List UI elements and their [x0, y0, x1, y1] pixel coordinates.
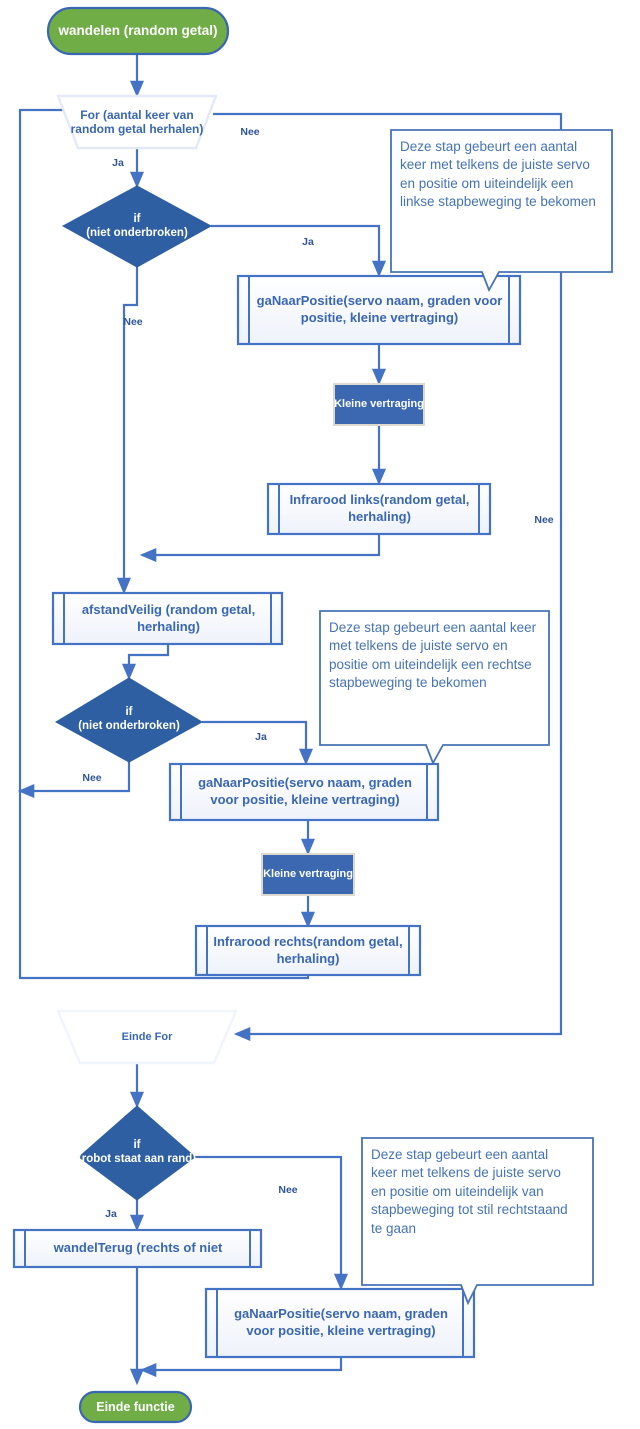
ganaar1-shape [236, 274, 522, 346]
edge-if3-nee-to-ganaar3 [195, 1155, 349, 1291]
start-terminator-shape [46, 6, 230, 56]
decision-2-shape [54, 677, 204, 763]
edge-if2-nee-to-loopback [17, 762, 131, 799]
delay2-shape [261, 853, 355, 896]
for-loop-shape [56, 94, 218, 150]
ganaar3-shape [204, 1287, 476, 1359]
edge-ganaar3-to-end-trunk [139, 1357, 343, 1378]
wandelterug-shape [12, 1228, 263, 1269]
edge-infrarood-links-to-trunk [139, 534, 381, 563]
decision-1-shape [61, 185, 213, 268]
einde-for-shape [56, 1009, 238, 1065]
edge-if2-ja-to-ganaar2 [202, 720, 314, 766]
note-2-shape [319, 610, 550, 766]
afstandveilig-shape [51, 591, 284, 646]
decision-3-shape [78, 1105, 196, 1201]
end-terminator-shape [78, 1390, 193, 1424]
edge-if1-nee-to-trunk [122, 267, 139, 555]
edge-afstandveilig-to-if2 [121, 644, 170, 681]
infrarood-links-shape [266, 482, 492, 536]
note-3-shape [361, 1137, 594, 1306]
edge-if1-ja-to-ganaar1 [211, 224, 387, 278]
note-1-shape [390, 129, 613, 293]
ganaar2-shape [168, 762, 440, 822]
edge-loopback-to-for [18, 102, 310, 980]
infrarood-rechts-shape [194, 924, 422, 977]
delay1-shape [333, 383, 425, 426]
edge-for-nee-to-eindefor [213, 112, 563, 1042]
